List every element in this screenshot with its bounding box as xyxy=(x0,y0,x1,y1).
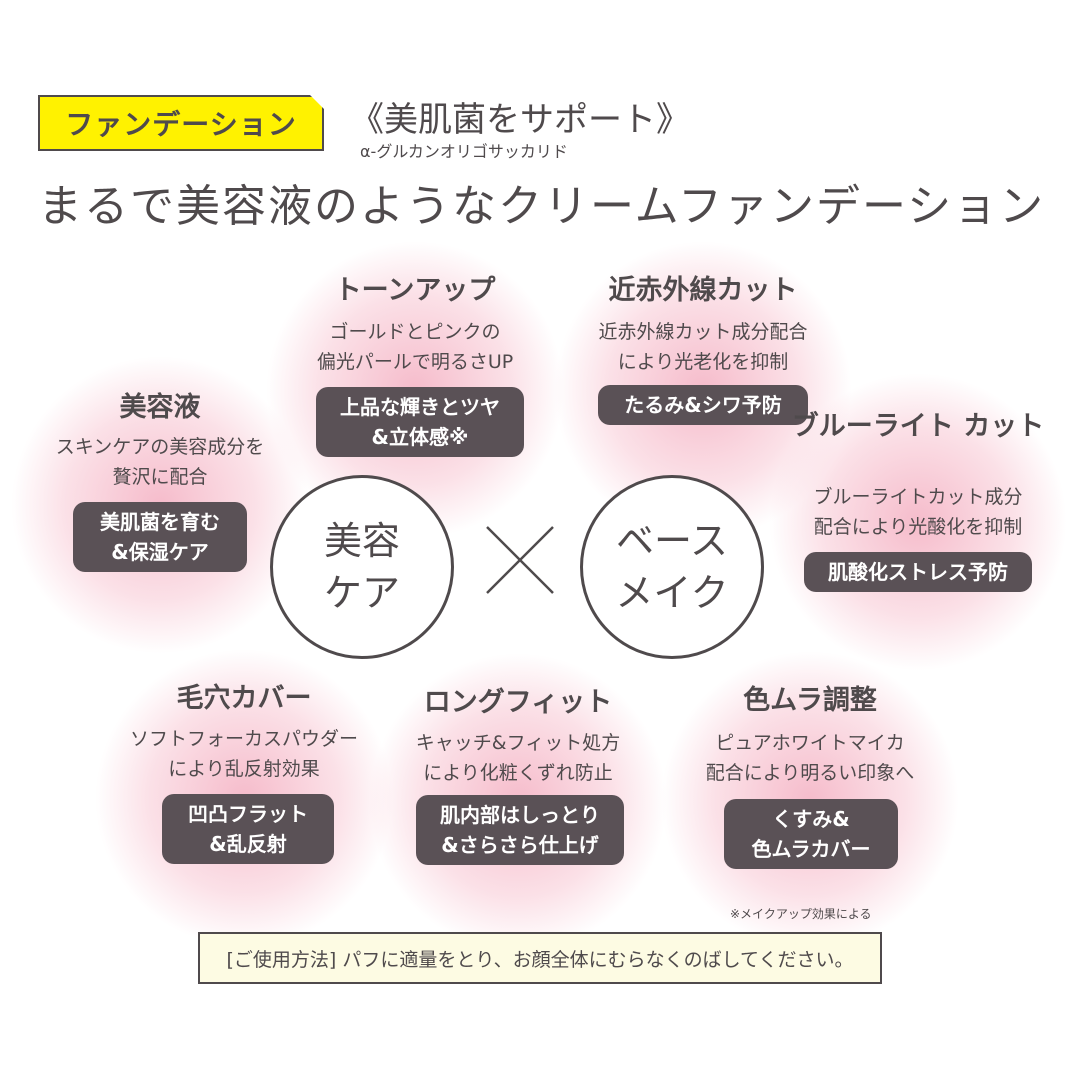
tag-fold-corner xyxy=(310,95,324,109)
feature-title: 美容液 xyxy=(119,392,201,423)
feature-title: ロングフィット xyxy=(423,687,613,718)
feature-description: ピュアホワイトマイカ 配合により明るい印象へ xyxy=(705,732,915,784)
usage-text: [ご使用方法] パフに適量をとり、お顔全体にむらなくのばしてください。 xyxy=(226,948,854,971)
feature-description: スキンケアの美容成分を 贅沢に配合 xyxy=(55,436,265,488)
cross-icon xyxy=(486,526,554,594)
feature-benefit-pill: 上品な輝きとツヤ &立体感※ xyxy=(316,387,524,457)
usage-instructions: [ご使用方法] パフに適量をとり、お顔全体にむらなくのばしてください。 xyxy=(198,932,882,984)
feature-blue-light-cut: ブルーライト カット ブルーライトカット成分 配合により光酸化を抑制 xyxy=(768,372,1068,672)
feature-benefit-pill: くすみ& 色ムラカバー xyxy=(724,799,898,869)
feature-benefit-pill: 凹凸フラット &乱反射 xyxy=(162,794,334,864)
feature-description: ソフトフォーカスパウダー により乱反射効果 xyxy=(129,728,358,780)
feature-title: トーンアップ xyxy=(334,275,496,306)
page-headline: まるで美容液のようなクリームファンデーション xyxy=(38,181,1046,232)
feature-title: 毛穴カバー xyxy=(176,683,312,714)
feature-description: キャッチ&フィット処方 により化粧くずれ防止 xyxy=(415,732,621,784)
feature-benefit-pill: 肌酸化ストレス予防 xyxy=(804,552,1032,592)
feature-title: 近赤外線カット xyxy=(608,275,798,306)
base-makeup-circle: ベース メイク xyxy=(580,475,764,659)
category-tag: ファンデーション xyxy=(38,95,324,151)
beauty-care-circle: 美容 ケア xyxy=(270,475,454,659)
feature-benefit-pill: 肌内部はしっとり &さらさら仕上げ xyxy=(416,795,624,865)
feature-description: ブルーライトカット成分 配合により光酸化を抑制 xyxy=(813,486,1023,538)
feature-title: ブルーライト カット xyxy=(791,411,1045,442)
feature-description: ゴールドとピンクの 偏光パールで明るさUP xyxy=(316,321,514,373)
feature-description: 近赤外線カット成分配合 により光老化を抑制 xyxy=(598,321,808,373)
feature-title: 色ムラ調整 xyxy=(743,685,877,716)
ingredient-name: α-グルカンオリゴサッカリド xyxy=(360,142,568,161)
feature-benefit-pill: 美肌菌を育む &保湿ケア xyxy=(73,502,247,572)
category-tag-label: ファンデーション xyxy=(65,108,297,141)
support-heading: 《美肌菌をサポート》 xyxy=(350,100,690,140)
footnote: ※メイクアップ効果による xyxy=(730,907,872,921)
feature-benefit-pill: たるみ&シワ予防 xyxy=(598,385,808,425)
